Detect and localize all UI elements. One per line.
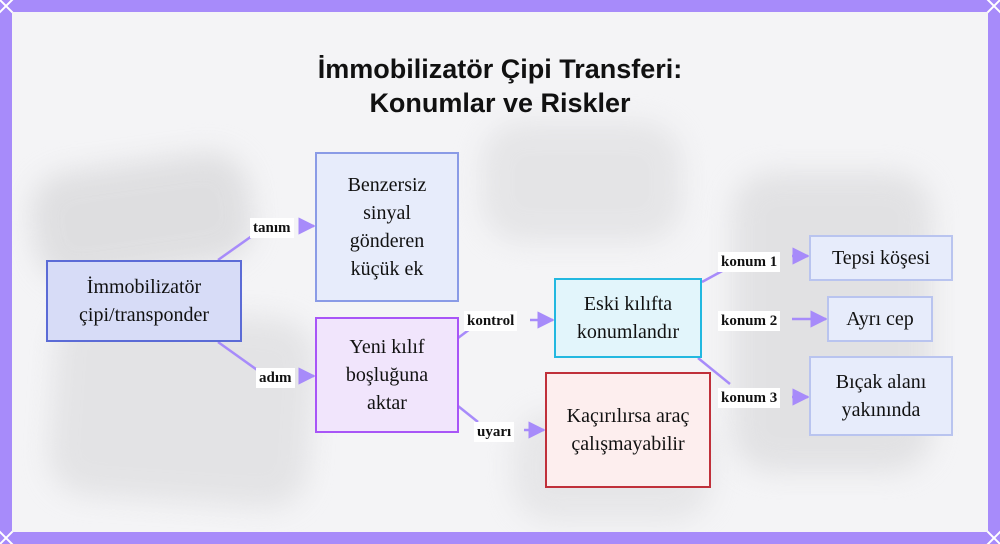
edge-label-warning: uyarı xyxy=(474,422,515,442)
corner-cross-icon xyxy=(986,530,1000,544)
edge-label-location-1: konum 1 xyxy=(718,252,781,272)
edge-label-location-3: konum 3 xyxy=(718,388,781,408)
edge-locate-to-loc1 xyxy=(701,268,725,284)
edges-layer xyxy=(217,217,828,439)
background-keyfob-shape xyxy=(482,122,682,242)
node-risk: Kaçırılırsa araç çalışmayabilir xyxy=(545,372,711,488)
node-location-2: Ayrı cep xyxy=(827,296,933,342)
diagram-title-line-2: Konumlar ve Riskler xyxy=(369,88,631,118)
node-location-1: Tepsi köşesi xyxy=(809,235,953,281)
diagram-title-line-1: İmmobilizatör Çipi Transferi: xyxy=(317,54,683,84)
edge-label-check: kontrol xyxy=(464,311,518,331)
edge-chip-to-transfer xyxy=(217,340,261,374)
edge-transfer-to-risk xyxy=(457,405,479,423)
node-transfer: Yeni kılıf boşluğuna aktar xyxy=(315,317,459,433)
node-location-3: Bıçak alanı yakınında xyxy=(809,356,953,436)
corner-cross-icon xyxy=(0,530,14,544)
node-chip: İmmobilizatör çipi/transponder xyxy=(46,260,242,342)
corner-cross-icon xyxy=(986,0,1000,14)
edge-locate-to-loc3 xyxy=(697,357,731,385)
edge-label-step: adım xyxy=(256,368,295,388)
edge-label-location-2: konum 2 xyxy=(718,311,781,331)
edge-label-definition: tanım xyxy=(250,218,294,238)
node-definition: Benzersiz sinyal gönderen küçük ek xyxy=(315,152,459,302)
node-locate: Eski kılıfta konumlandır xyxy=(554,278,702,358)
diagram-canvas: İmmobilizatör Çipi Transferi: Konumlar v… xyxy=(12,12,988,532)
